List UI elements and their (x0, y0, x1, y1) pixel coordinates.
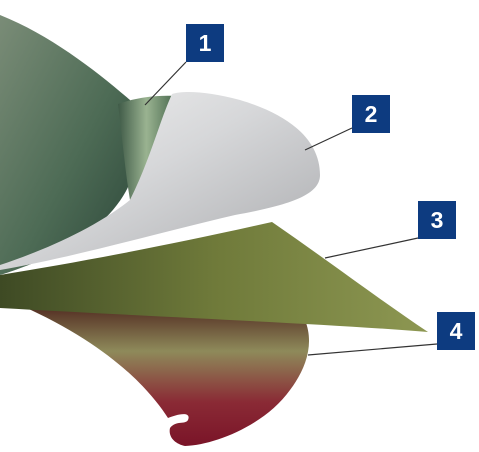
badge-4: 4 (437, 312, 475, 350)
badge-2-label: 2 (365, 101, 378, 127)
layer-4-sheet (20, 300, 309, 446)
leader-line-3 (325, 238, 418, 258)
leader-line-2 (305, 128, 352, 150)
badge-1-label: 1 (199, 30, 212, 56)
leader-line-4 (308, 344, 437, 355)
badge-2: 2 (352, 95, 390, 133)
badge-3-label: 3 (431, 207, 444, 233)
badge-4-label: 4 (450, 318, 463, 344)
badge-1: 1 (186, 24, 224, 62)
badge-3: 3 (418, 201, 456, 239)
